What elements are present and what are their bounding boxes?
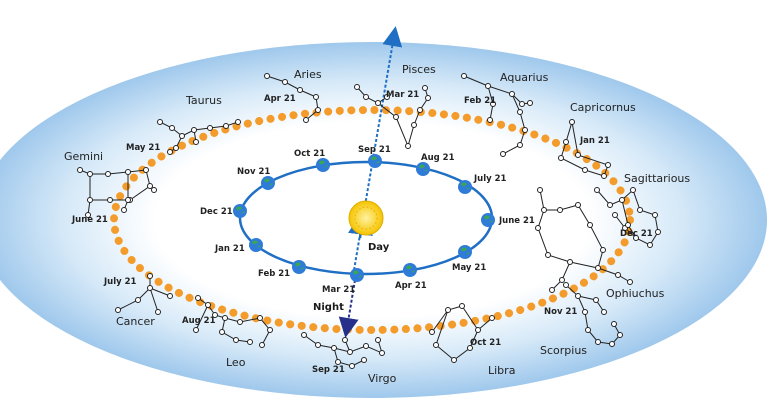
constellation-name: Aquarius [500, 71, 549, 84]
constellation-date: Mar 21 [386, 90, 419, 100]
earth-icon [316, 158, 330, 172]
constellation-date: Apr 21 [264, 94, 296, 104]
constellation-name: Scorpius [540, 344, 587, 357]
orbit-labels: Sep 21 Oct 21 Nov 21 Dec 21 Jan 21 Feb 2… [200, 145, 535, 295]
cancer-figure [115, 273, 173, 315]
earth-icon [350, 268, 364, 282]
constellation-name: Pisces [402, 63, 436, 76]
taurus-figure [157, 119, 241, 155]
orbit-label: July 21 [473, 174, 507, 184]
capricornus-figure [558, 119, 611, 179]
constellation-name: Ophiuchus [606, 287, 665, 300]
earth-icon [481, 213, 495, 227]
orbit-label: Oct 21 [294, 149, 325, 159]
earth-icon [458, 180, 472, 194]
constellation-name: Aries [294, 68, 322, 81]
earth-icon [368, 154, 382, 168]
constellation-date: May 21 [126, 143, 160, 153]
constellation-date: Oct 21 [470, 338, 501, 348]
constellation-date: Aug 21 [182, 316, 216, 326]
earth-icon [261, 176, 275, 190]
pisces-figure [354, 84, 431, 149]
earths [233, 154, 495, 282]
constellation-name: Virgo [368, 372, 397, 385]
constellation-name: Capricornus [570, 101, 636, 114]
orbit-label: Dec 21 [200, 207, 233, 217]
night-arrow [338, 279, 359, 338]
orbit-label: Nov 21 [237, 167, 270, 177]
orbit-label: Jan 21 [214, 244, 245, 254]
constellation-name: Sagittarious [624, 172, 690, 185]
earth-icon [403, 263, 417, 277]
gemini-figure [77, 167, 157, 218]
constellation-dates: Apr 21 Mar 21 Feb 21 Jan 21 Dec 21 Nov 2… [71, 90, 653, 375]
scorpius-figure [563, 282, 623, 347]
orbit-label: May 21 [452, 263, 486, 273]
constellation-name: Taurus [185, 94, 222, 107]
orbit-label: June 21 [498, 216, 535, 226]
orbit-label: Feb 21 [258, 269, 290, 279]
night-label: Night [313, 302, 344, 313]
day-arrow [353, 26, 403, 271]
virgo-figure [301, 332, 385, 369]
earth-icon [249, 238, 263, 252]
orbit-label: Mar 21 [322, 285, 355, 295]
earth-icon [233, 204, 247, 218]
sun [348, 200, 384, 236]
day-label: Day [368, 242, 390, 253]
constellation-date: Jan 21 [579, 136, 610, 146]
orbit-label: Aug 21 [421, 153, 455, 163]
constellation-date: Sep 21 [312, 365, 345, 375]
zodiac-band [110, 106, 634, 334]
orbit-label: Apr 21 [395, 281, 427, 291]
constellation-date: Dec 21 [620, 229, 653, 239]
constellation-figures [77, 73, 661, 369]
libra-figure [429, 303, 495, 363]
constellation-name: Gemini [64, 150, 103, 163]
aquarius-figure [461, 73, 533, 157]
aries-figure [264, 73, 321, 123]
constellation-date: Feb 21 [464, 96, 496, 106]
constellation-name: Libra [488, 364, 515, 377]
constellation-date: June 21 [71, 215, 108, 225]
ophiuchus-figure [535, 187, 633, 293]
earth-icon [416, 162, 430, 176]
orbit-label: Sep 21 [358, 145, 391, 155]
constellation-name: Leo [226, 356, 246, 369]
sagittarious-figure [594, 187, 661, 248]
earth-icon [292, 260, 306, 274]
leo-figure [193, 295, 273, 348]
earth-icon [458, 245, 472, 259]
constellation-date: July 21 [103, 277, 137, 287]
constellation-date: Nov 21 [544, 307, 577, 317]
constellation-name: Cancer [116, 315, 155, 328]
constellation-names: Aries Pisces Aquarius Capricornus Sagitt… [64, 63, 690, 385]
